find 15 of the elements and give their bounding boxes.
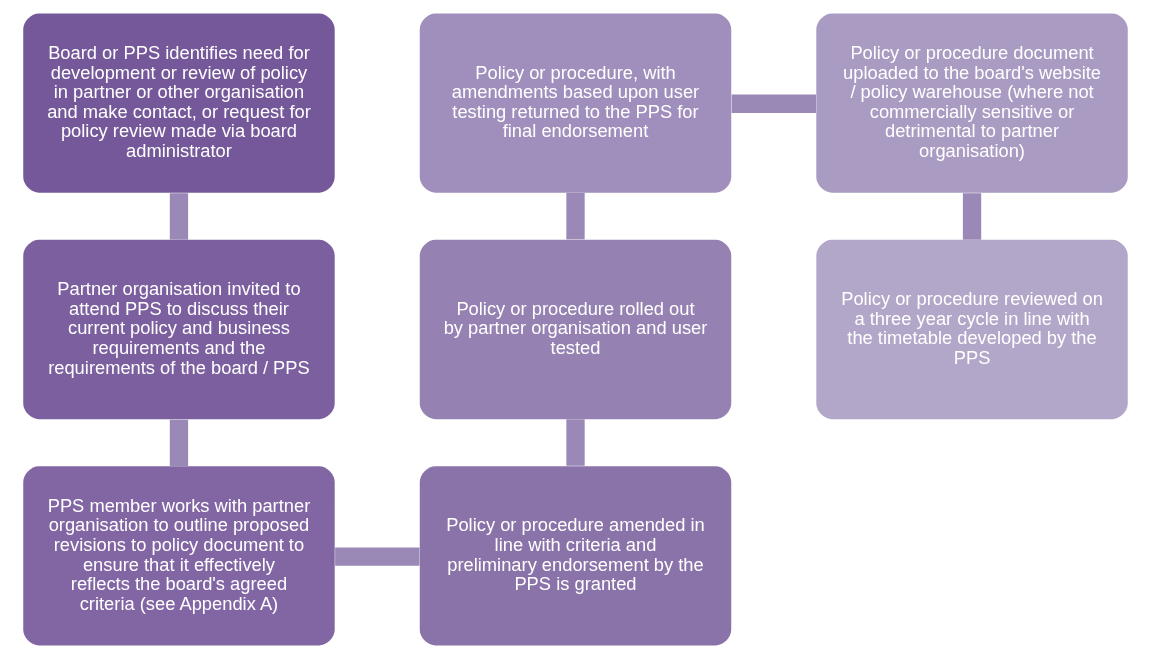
node-box: Policy or procedure amended in line with criteria and preliminary endorsement by the PPS is granted: [419, 466, 732, 646]
connector: [335, 547, 420, 566]
connector: [731, 94, 816, 113]
node-box: Partner organisation invited to attend PPS to discuss their current policy and business requirements and the requirements of the board / PPS: [23, 239, 335, 420]
connector: [566, 419, 585, 466]
node-box: Policy or procedure reviewed on a three year cycle in line with the timetable developed by the PPS: [816, 239, 1128, 420]
node-box: PPS member works with partner organisation to outline proposed revisions to policy document to ensure that it effectively reflects the board's agreed criteria (see Appendix A): [23, 466, 335, 646]
connector: [962, 193, 982, 240]
node-box: Policy or procedure, with amendments based upon user testing returned to the PPS for final endorsement: [419, 13, 732, 193]
node-box: Policy or procedure document uploaded to the board's website / policy warehouse (where not commercially sensitive or detrimental to partner organisation): [816, 13, 1128, 193]
connector: [566, 192, 585, 240]
connector: [169, 419, 189, 467]
node-box: Board or PPS identifies need for development or review of policy in partner or other organisation and make contact, or request for policy review made via board administrator: [23, 13, 335, 193]
connector: [169, 193, 189, 240]
node-box: Policy or procedure rolled out by partner organisation and user tested: [419, 239, 732, 420]
